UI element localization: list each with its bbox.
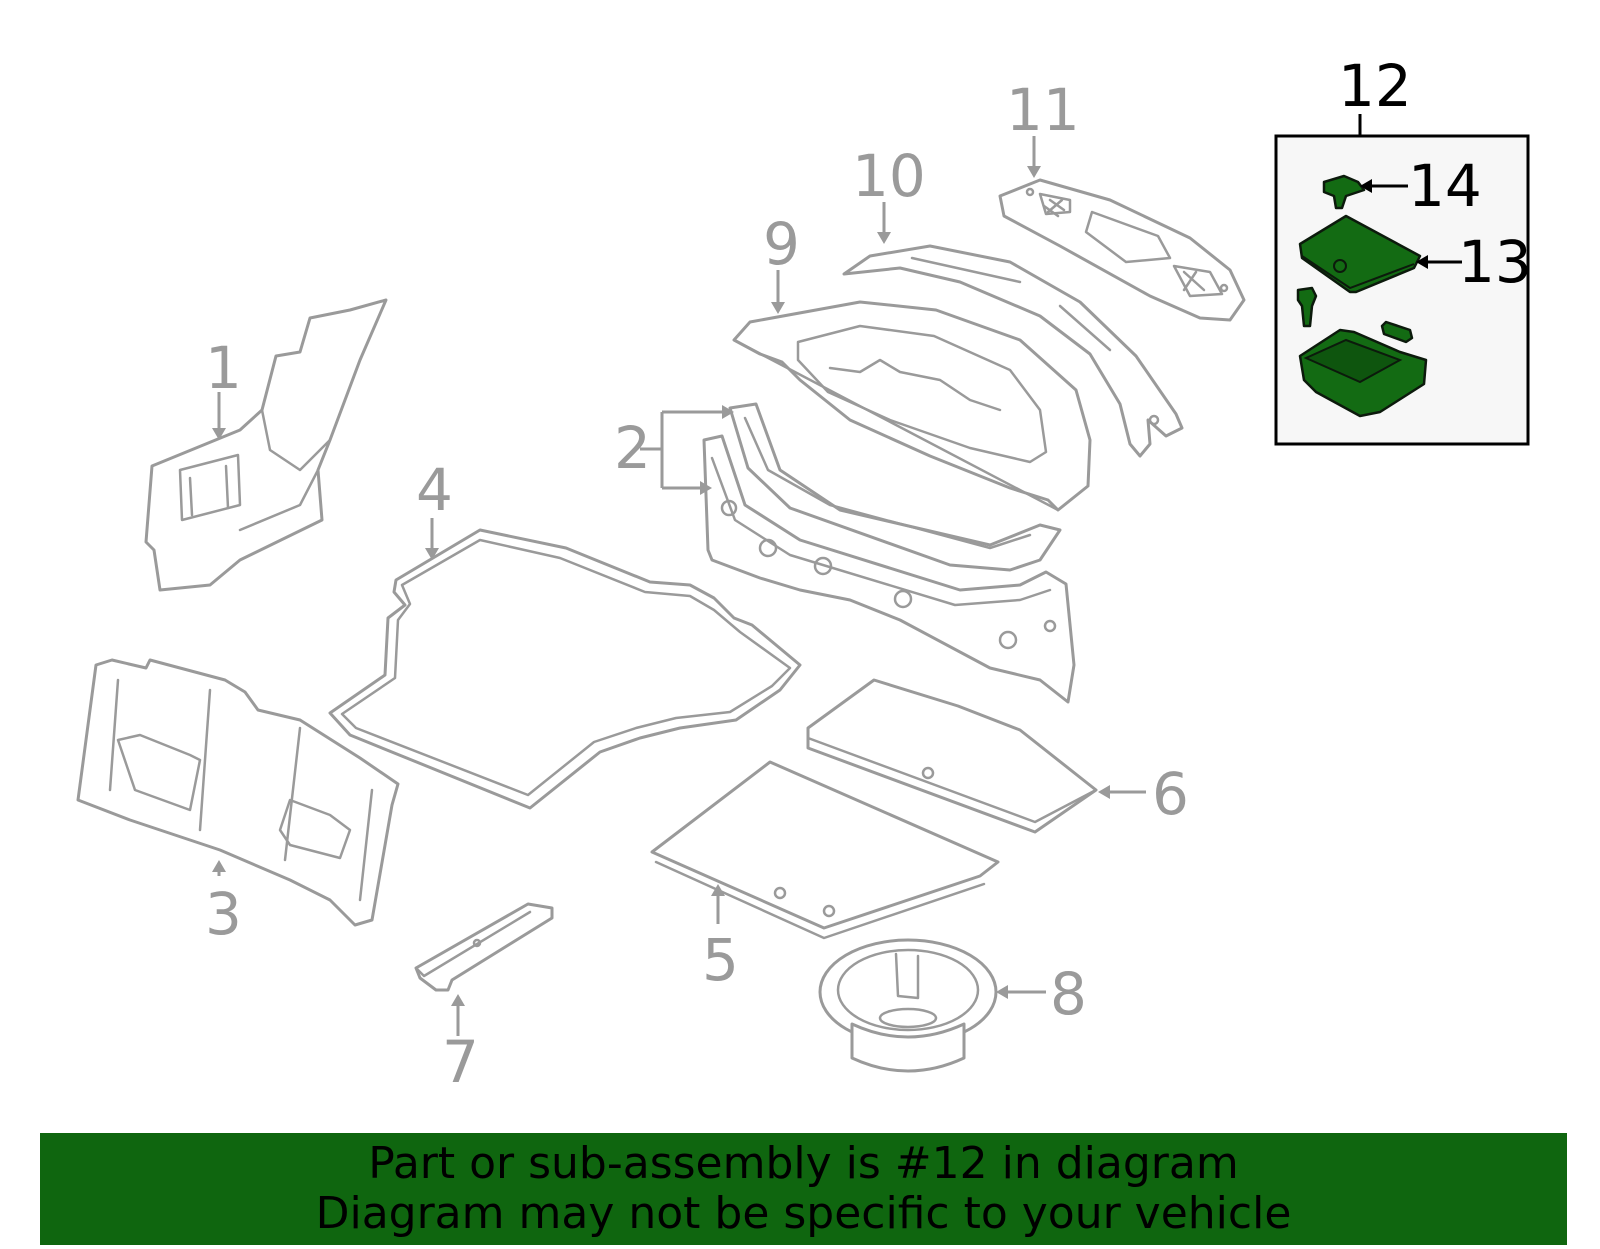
part-5-load-floor — [650, 760, 1000, 940]
arrowhead-1 — [212, 428, 226, 440]
arrowhead-2a — [722, 405, 734, 419]
callout-10: 10 — [852, 142, 926, 210]
arrowhead-10 — [877, 232, 891, 244]
banner-line-2: Diagram may not be specific to your vehi… — [315, 1188, 1292, 1239]
part-10-package-tray — [842, 244, 1184, 458]
part-8-tire-well — [818, 938, 998, 1073]
arrowhead-8 — [996, 985, 1008, 999]
callout-3: 3 — [205, 880, 242, 948]
part-2-sill-plates — [702, 402, 1076, 704]
callout-9: 9 — [763, 210, 800, 278]
leader-2 — [640, 410, 722, 490]
callout-5: 5 — [702, 926, 739, 994]
callout-1: 1 — [205, 334, 242, 402]
arrowhead-6 — [1098, 785, 1110, 799]
callout-2: 2 — [614, 414, 651, 482]
callout-6: 6 — [1152, 760, 1189, 828]
callout-13: 13 — [1458, 228, 1532, 296]
part-3-side-liner — [76, 658, 400, 927]
pin — [1380, 320, 1414, 344]
part-6-floor-board — [806, 678, 1098, 834]
arrowhead-2b — [700, 481, 712, 495]
callout-8: 8 — [1050, 960, 1087, 1028]
arrowhead-11 — [1027, 166, 1041, 178]
arrowhead-7 — [451, 994, 465, 1006]
callout-4: 4 — [416, 456, 453, 524]
part-9-rear-shelf — [732, 300, 1092, 512]
callout-7: 7 — [442, 1028, 479, 1096]
part-7-bracket — [414, 902, 554, 992]
callout-11: 11 — [1006, 76, 1080, 144]
callout-14: 14 — [1408, 152, 1482, 220]
arrowhead-13 — [1416, 255, 1428, 269]
part-1-side-trim-panel — [144, 298, 388, 592]
info-banner: Part or sub-assembly is #12 in diagram D… — [40, 1133, 1567, 1245]
arrowhead-4 — [425, 548, 439, 560]
part-14-clip — [1322, 174, 1366, 210]
part-4-trunk-mat — [328, 528, 802, 810]
callout-12: 12 — [1338, 52, 1412, 120]
arrowhead-9 — [771, 302, 785, 314]
part-11-speaker-deck — [998, 178, 1246, 322]
banner-line-1: Part or sub-assembly is #12 in diagram — [368, 1138, 1239, 1189]
arrowhead-14 — [1360, 179, 1372, 193]
arrowhead-5 — [711, 884, 725, 896]
part-12-subassembly: 12 14 13 — [1274, 52, 1532, 446]
arrowhead-3 — [212, 860, 226, 872]
screw — [1296, 286, 1318, 328]
